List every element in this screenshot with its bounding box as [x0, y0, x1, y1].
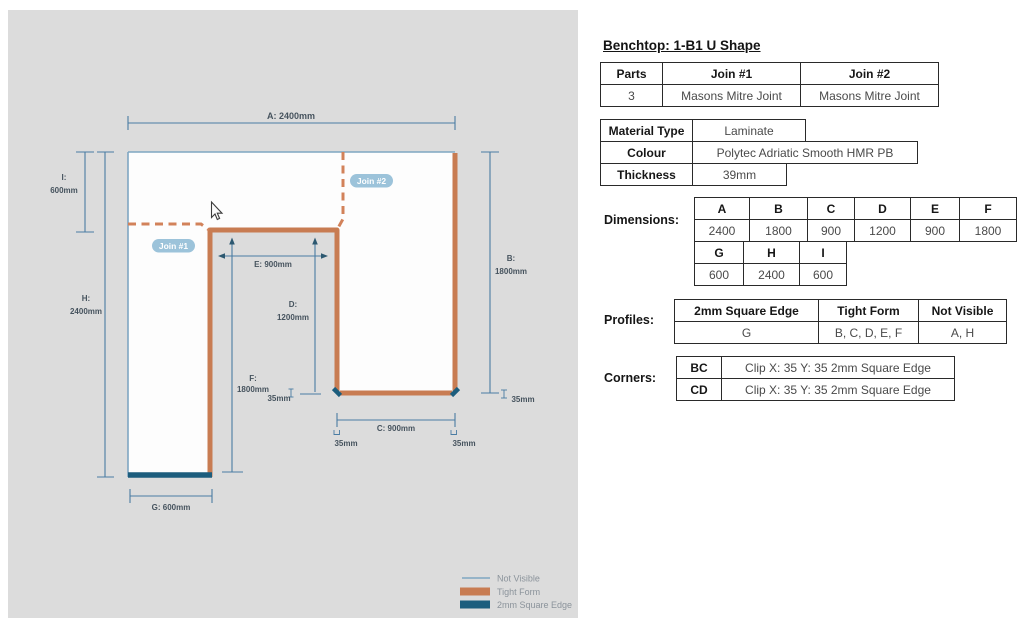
profile-square-edge-value: G — [674, 321, 819, 344]
dim-val-I: 600 — [799, 263, 847, 286]
profiles-table: 2mm Square Edge Tight Form Not Visible G… — [674, 299, 1007, 344]
dim-C-label: C: 900mm — [377, 424, 415, 433]
join-1-line — [128, 222, 210, 232]
legend-tight-form-label: Tight Form — [497, 587, 540, 597]
dim-val-B: 1800 — [749, 219, 808, 242]
corner-bc-key: BC — [676, 356, 722, 379]
edge-FED-tight-form — [207, 227, 340, 477]
thickness-row: Thickness 39mm — [600, 163, 787, 186]
dim-col-B: B — [749, 197, 808, 220]
dim-val-D: 1200 — [854, 219, 911, 242]
dim-E — [218, 253, 328, 259]
dim-val-A: 2400 — [694, 219, 750, 242]
dim-F-letter: F: — [249, 374, 257, 383]
dim-I — [76, 151, 94, 233]
profile-tight-form-header: Tight Form — [818, 299, 919, 322]
dim-C — [333, 413, 457, 435]
thickness-label: Thickness — [600, 163, 693, 186]
mouse-cursor — [210, 200, 224, 221]
dim-G-label: G: 600mm — [152, 503, 191, 512]
material-type-label: Material Type — [600, 119, 693, 142]
legend: Not Visible Tight Form 2mm Square Edge — [460, 574, 572, 610]
dim-col-E: E — [910, 197, 960, 220]
corner-clip-CD — [331, 386, 343, 398]
profiles-label: Profiles: — [604, 313, 655, 327]
dim-A-label: A: 2400mm — [267, 111, 315, 121]
dim-col-H: H — [743, 241, 800, 264]
profile-not-visible-header: Not Visible — [918, 299, 1007, 322]
thickness-value: 39mm — [692, 163, 787, 186]
dim-col-C: C — [807, 197, 855, 220]
dim-B-letter: B: — [507, 254, 515, 263]
dim-B-value: 1800mm — [495, 267, 527, 276]
join-2-label: Join #2 — [357, 176, 387, 186]
legend-tight-form-swatch — [460, 587, 490, 596]
dim-D — [300, 237, 321, 395]
parts-table: Parts Join #1 Join #2 3 Masons Mitre Joi… — [600, 62, 939, 107]
dim-val-C: 900 — [807, 219, 855, 242]
dim-H — [97, 151, 114, 478]
dim-col-D: D — [854, 197, 911, 220]
corners-label: Corners: — [604, 371, 657, 385]
dim-G — [129, 489, 213, 503]
dim-E-label: E: 900mm — [254, 260, 292, 269]
legend-not-visible-label: Not Visible — [497, 574, 540, 584]
dim-C-offset-left: 35mm — [334, 439, 357, 448]
join-2-line — [336, 152, 345, 229]
diagram-canvas — [8, 10, 578, 618]
colour-label: Colour — [600, 141, 693, 164]
dim-A — [127, 116, 456, 130]
join1-header: Join #1 — [662, 62, 801, 85]
legend-square-edge-label: 2mm Square Edge — [497, 600, 572, 610]
corner-bc-value: Clip X: 35 Y: 35 2mm Square Edge — [721, 356, 955, 379]
dim-val-G: 600 — [694, 263, 744, 286]
benchtop-title: Benchtop: 1-B1 U Shape — [603, 38, 761, 53]
dim-D-letter: D: — [289, 300, 297, 309]
dim-I-letter: I: — [62, 173, 67, 182]
dimensions-table-gi: G H I 600 2400 600 — [694, 241, 847, 286]
profile-tight-form-value: B, C, D, E, F — [818, 321, 919, 344]
benchtop-drawing: Join #1 Join #2 A: 2400mm I: 600mm H: 24… — [50, 111, 572, 610]
corner-cd-key: CD — [676, 378, 722, 401]
dim-I-value: 600mm — [50, 186, 78, 195]
dim-col-I: I — [799, 241, 847, 264]
profile-not-visible-value: A, H — [918, 321, 1007, 344]
join2-value: Masons Mitre Joint — [800, 84, 939, 107]
colour-value: Polytec Adriatic Smooth HMR PB — [692, 141, 918, 164]
dim-val-E: 900 — [910, 219, 960, 242]
join1-value: Masons Mitre Joint — [662, 84, 801, 107]
dim-F — [222, 237, 294, 473]
dim-val-F: 1800 — [959, 219, 1017, 242]
join-1-badge[interactable]: Join #1 — [152, 239, 195, 253]
material-type-value: Laminate — [692, 119, 806, 142]
join2-header: Join #2 — [800, 62, 939, 85]
dim-val-H: 2400 — [743, 263, 800, 286]
dim-col-G: G — [694, 241, 744, 264]
dimensions-label: Dimensions: — [604, 213, 680, 227]
parts-header: Parts — [600, 62, 663, 85]
colour-row: Colour Polytec Adriatic Smooth HMR PB — [600, 141, 918, 164]
legend-square-edge-swatch — [460, 600, 490, 609]
dim-col-F: F — [959, 197, 1017, 220]
parts-count-value: 3 — [600, 84, 663, 107]
dim-F-value: 1800mm — [237, 385, 269, 394]
dim-F-offset-label: 35mm — [267, 394, 290, 403]
join-2-badge[interactable]: Join #2 — [350, 174, 393, 188]
dim-H-value: 2400mm — [70, 307, 102, 316]
dim-H-letter: H: — [82, 294, 90, 303]
profile-square-edge-header: 2mm Square Edge — [674, 299, 819, 322]
dim-C-offset-right: 35mm — [452, 439, 475, 448]
dim-B-offset-label: 35mm — [511, 395, 534, 404]
dim-B — [481, 151, 507, 399]
corners-table: BC Clip X: 35 Y: 35 2mm Square Edge CD C… — [676, 356, 955, 401]
dimensions-table-af: A B C D E F 2400 1800 900 1200 900 1800 — [694, 197, 1017, 242]
corner-clip-BC — [449, 386, 461, 398]
corner-cd-value: Clip X: 35 Y: 35 2mm Square Edge — [721, 378, 955, 401]
join-1-label: Join #1 — [159, 241, 189, 251]
material-type-row: Material Type Laminate — [600, 119, 806, 142]
dim-D-value: 1200mm — [277, 313, 309, 322]
dim-col-A: A — [694, 197, 750, 220]
